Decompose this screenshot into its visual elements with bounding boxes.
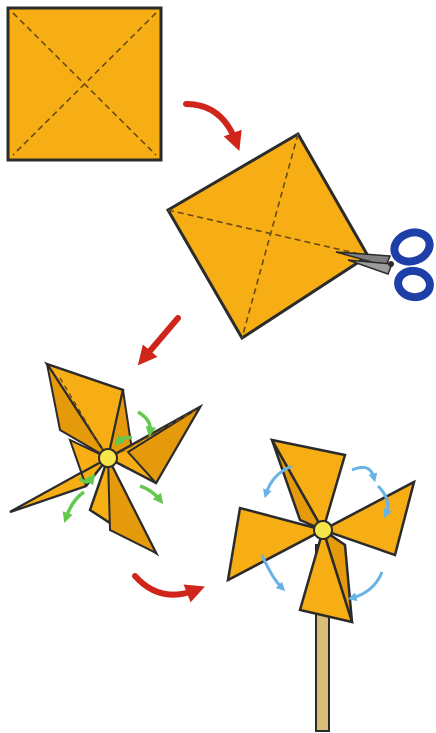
cut-line: [167, 209, 369, 257]
green-arrow-icon: [137, 410, 157, 438]
blue-arrow-icon: [260, 554, 286, 592]
blue-arrow-icon: [347, 571, 384, 602]
fold-line-diagonal: [241, 133, 299, 339]
green-arrow-icon: [62, 490, 86, 523]
green-arrow-icon: [78, 473, 96, 486]
curved-arrow-icon: [132, 573, 205, 603]
step-4-finished-pinwheel: [226, 438, 416, 732]
scissors-icon: [335, 228, 434, 302]
green-arrow-icon: [114, 434, 133, 446]
step-2-rotated-square: [165, 131, 371, 341]
center-pin: [313, 520, 333, 540]
straight-arrow-icon: [137, 315, 181, 366]
blue-arrow-icon: [376, 484, 392, 519]
curved-arrow-icon: [183, 101, 242, 152]
step-3-folded-pinwheel: [9, 361, 204, 557]
step-1-square-paper: [6, 6, 163, 162]
blue-arrow-icon: [351, 465, 378, 483]
blue-arrow-icon: [262, 464, 293, 499]
fold-line-diagonal: [12, 12, 157, 156]
green-arrow-icon: [139, 484, 164, 505]
center-pin: [98, 448, 118, 468]
